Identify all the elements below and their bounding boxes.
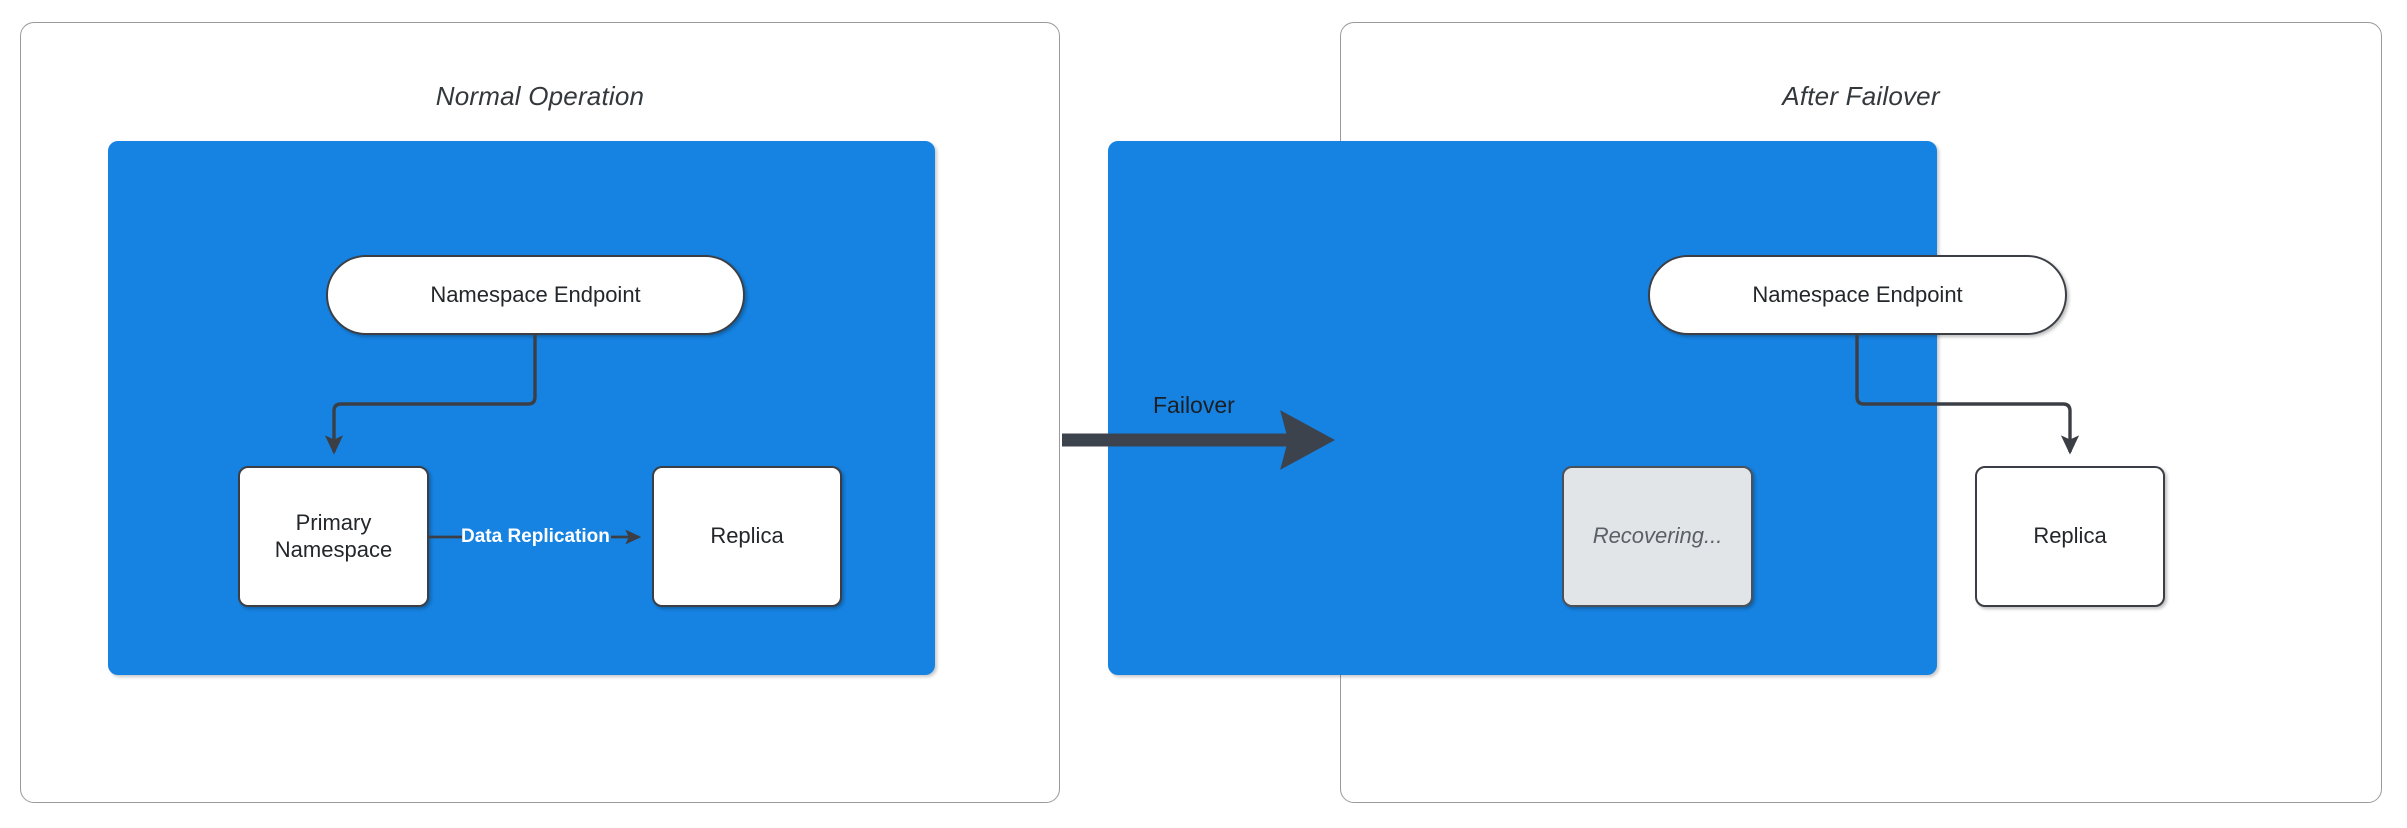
edge-label-failover: Failover [1153,392,1235,418]
node-primary-namespace-line1: Primary [295,510,372,536]
node-recovering[interactable]: Recovering... [1562,466,1753,607]
node-replica-normal[interactable]: Replica [652,466,842,607]
node-replica-failover[interactable]: Replica [1975,466,2165,607]
node-namespace-endpoint-failover[interactable]: Namespace Endpoint [1648,255,2067,335]
panel-title-normal-operation: Normal Operation [435,81,645,111]
edge-label-data-replication: Data Replication [461,526,610,547]
node-primary-namespace-line2: Namespace [274,536,393,562]
panel-title-after-failover: After Failover [1782,81,1940,111]
node-primary-namespace[interactable]: Primary Namespace [238,466,429,607]
cluster-after-failover [1108,141,1937,675]
node-namespace-endpoint-normal[interactable]: Namespace Endpoint [326,255,745,335]
